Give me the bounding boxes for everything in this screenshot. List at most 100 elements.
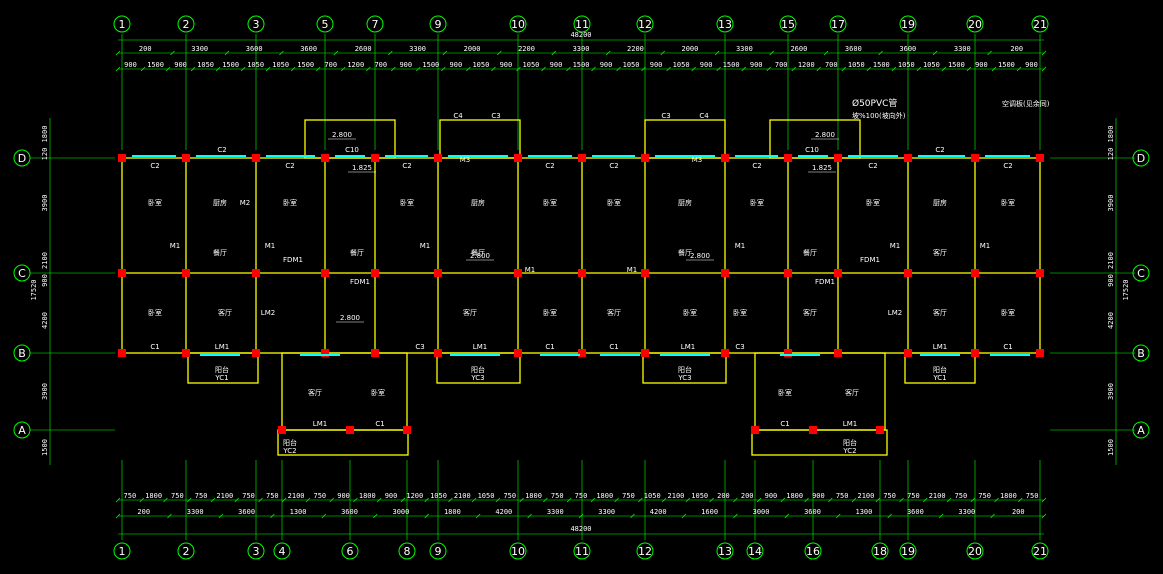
left-dim-label: 1500 (41, 439, 49, 456)
axis-label-top: 11 (575, 18, 589, 31)
bottom-dim-row1-label: 1800 (1000, 492, 1017, 500)
bottom-dim-row1-tick (875, 497, 881, 503)
bottom-dim-row1-tick (804, 497, 809, 503)
bottom-dim-row1-tick (733, 497, 738, 503)
bottom-dim-row1-tick (685, 497, 691, 503)
opening-tag: C1 (150, 343, 159, 351)
axis-bubble-left (13, 149, 31, 167)
room-label-lower: 卧室 (148, 308, 162, 317)
top-dim-row2-label: 1050 (923, 61, 940, 69)
top-dim-row1-tick (660, 50, 665, 56)
bottom-dim-row2-tick (167, 513, 172, 519)
top-dim-row1-label: 3600 (246, 45, 263, 53)
left-dim-label: 2100 (41, 252, 49, 269)
bottom-dim-row1-tick (210, 497, 216, 503)
bottom-dim-row1-label: 750 (575, 492, 588, 500)
room-label-mid: 餐厅 (350, 248, 364, 257)
opening-tag: M1 (735, 242, 746, 250)
elevation-label: 2.800 (815, 131, 835, 139)
opening-tag: C4 (699, 112, 709, 120)
axis-label-bottom: 18 (873, 545, 887, 558)
top-dim-row2-label: 700 (775, 61, 788, 69)
axis-label-bottom: 1 (119, 545, 126, 558)
column (1036, 349, 1044, 357)
bottom-dim-row1-label: 1200 (406, 492, 423, 500)
axis-bubble-bottom (1031, 542, 1049, 560)
bottom-dim-row1-label: 2100 (288, 492, 305, 500)
opening-tag: C10 (805, 146, 819, 154)
bottom-dim-row1-tick (163, 497, 168, 503)
opening-tag: C4 (453, 112, 463, 120)
top-dim-row2-tick (791, 66, 797, 72)
axis-label-bottom: 8 (404, 545, 411, 558)
column (784, 269, 792, 277)
opening-tag: C1 (780, 420, 789, 428)
bottom-dim-row1-label: 1050 (644, 492, 661, 500)
top-dim-row2-tick (1041, 66, 1047, 72)
opening-tag: M1 (420, 242, 431, 250)
bottom-dim-row2-tick (270, 513, 275, 519)
bottom-dim-row1-tick (495, 497, 501, 503)
bottom-dim-row2-label: 4200 (495, 508, 512, 516)
axis-label-bottom: 2 (183, 545, 190, 558)
top-dim-row2-tick (591, 66, 596, 72)
room-label-upper: 卧室 (400, 198, 414, 207)
opening-tag: C2 (935, 146, 944, 154)
axis-bubble-bottom (177, 542, 195, 560)
column (1036, 269, 1044, 277)
axis-bubble-left (13, 264, 31, 282)
axis-label-top: 21 (1033, 18, 1047, 31)
bottom-dim-row1-label: 750 (622, 492, 635, 500)
bottom-dim-row2-tick (578, 513, 584, 519)
top-dim-row1-label: 3300 (409, 45, 426, 53)
bottom-dim-row2-tick (990, 513, 995, 519)
balcony-code: YC1 (932, 374, 946, 382)
room-label-lower: 客厅 (607, 308, 621, 317)
axis-label-top: 1 (119, 18, 126, 31)
column (514, 349, 522, 357)
bottom-dim-row1-label: 900 (337, 492, 350, 500)
room-label-lower: 卧室 (1001, 308, 1015, 317)
top-dim-row2-tick (891, 66, 897, 72)
bottom-dim-row1-tick (590, 497, 596, 503)
bottom-dim-row2-label: 1300 (290, 508, 307, 516)
top-dim-row2-label: 900 (174, 61, 187, 69)
axis-label-bottom: 20 (968, 545, 982, 558)
column (578, 269, 586, 277)
column (252, 349, 260, 357)
column (809, 426, 817, 434)
bottom-dim-row1-label: 750 (551, 492, 564, 500)
top-dim-row2-label: 900 (1025, 61, 1038, 69)
total-depth-left: 17520 (30, 279, 38, 300)
bottom-dim-row1-label: 2100 (857, 492, 874, 500)
column (641, 154, 649, 162)
top-dim-row1-label: 3300 (191, 45, 208, 53)
room-label-lower: 客厅 (803, 308, 817, 317)
column (971, 349, 979, 357)
top-dim-row2-tick (541, 66, 546, 72)
column (641, 349, 649, 357)
bottom-dim-row2-label: 4200 (650, 508, 667, 516)
balcony-label: 阳台 (215, 365, 229, 374)
column (721, 349, 729, 357)
bottom-dim-row2-label: 3600 (804, 508, 821, 516)
bottom-dim-row1-tick (281, 497, 287, 503)
top-dim-row2-tick (441, 66, 446, 72)
axis-label-bottom: 12 (638, 545, 652, 558)
bottom-dim-row1-tick (115, 497, 121, 503)
column (971, 269, 979, 277)
balcony-label: 阳台 (678, 365, 692, 374)
axis-bubble-right (1132, 344, 1150, 362)
top-dim-row1-label: 3300 (954, 45, 971, 53)
bottom-dim-row2-label: 3600 (238, 508, 255, 516)
top-dim-row2-tick (991, 66, 997, 72)
axis-label-left: C (18, 267, 26, 280)
column (321, 349, 329, 357)
bottom-dim-row2-label: 3300 (598, 508, 615, 516)
room-label-upper: 厨房 (678, 198, 692, 207)
bottom-dim-row1-label: 900 (812, 492, 825, 500)
bottom-dim-row1-tick (258, 497, 263, 503)
opening-tag: LM1 (313, 420, 327, 428)
opening-tag: FDM1 (350, 278, 370, 286)
top-dim-row2-tick (816, 66, 822, 72)
